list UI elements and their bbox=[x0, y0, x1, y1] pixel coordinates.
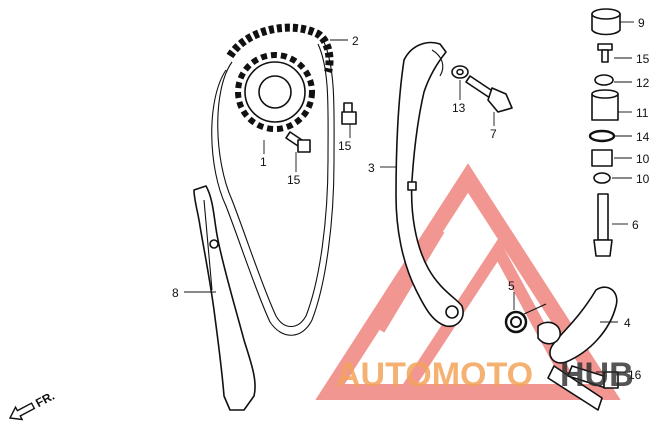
tensioner-bolt-15 bbox=[597, 43, 613, 63]
front-direction-arrow: FR. bbox=[8, 389, 57, 421]
washer-12 bbox=[594, 74, 614, 86]
cam-sprocket bbox=[235, 52, 315, 132]
callout-1: 1 bbox=[260, 155, 267, 169]
callout-3: 3 bbox=[368, 161, 375, 175]
fr-label: FR. bbox=[33, 389, 57, 410]
callout-14: 14 bbox=[636, 130, 650, 144]
callout-5: 5 bbox=[508, 279, 515, 293]
cam-chain bbox=[211, 23, 335, 336]
callout-2: 2 bbox=[352, 34, 359, 48]
watermark-text: AUTOMOTO HUB bbox=[336, 356, 634, 394]
watermark-part1: AUTOMOTO bbox=[336, 356, 533, 394]
callout-12: 12 bbox=[636, 76, 650, 90]
bolt-15-lower bbox=[285, 131, 311, 153]
tensioner-body-11 bbox=[591, 89, 619, 121]
leader-lines bbox=[184, 21, 634, 373]
callout-13: 13 bbox=[452, 101, 466, 115]
callout-16: 16 bbox=[628, 368, 642, 382]
chain-guide bbox=[193, 185, 256, 411]
pivot-bolt-7 bbox=[465, 75, 513, 113]
callout-10-lower: 10 bbox=[636, 172, 650, 186]
spring-10a bbox=[591, 149, 613, 167]
tensioner-cap-9 bbox=[591, 8, 621, 36]
tensioner-slipper bbox=[537, 286, 618, 411]
spring-10b bbox=[593, 172, 611, 184]
watermark-part2: HUB bbox=[560, 356, 634, 394]
callout-8: 8 bbox=[172, 286, 179, 300]
callout-15-mid: 15 bbox=[338, 139, 352, 153]
callout-7: 7 bbox=[490, 127, 497, 141]
push-rod-6 bbox=[593, 193, 613, 257]
watermark-logo bbox=[315, 163, 621, 400]
callout-11: 11 bbox=[636, 106, 649, 120]
o-ring-14 bbox=[588, 129, 616, 143]
callout-4: 4 bbox=[624, 316, 631, 330]
callout-10-upper: 10 bbox=[636, 152, 650, 166]
callout-9: 9 bbox=[638, 16, 645, 30]
tensioner-arm bbox=[395, 41, 464, 328]
bolt-15-upper bbox=[341, 102, 357, 125]
callout-6: 6 bbox=[632, 218, 639, 232]
callout-labels: 1 2 3 4 5 6 7 8 9 10 10 11 12 13 14 15 1… bbox=[172, 16, 650, 382]
tensioner-spring-5 bbox=[504, 303, 547, 334]
callout-15-left: 15 bbox=[287, 173, 301, 187]
washer-13 bbox=[451, 65, 469, 79]
bolt-16 bbox=[567, 365, 619, 389]
callout-15-top: 15 bbox=[636, 52, 650, 66]
